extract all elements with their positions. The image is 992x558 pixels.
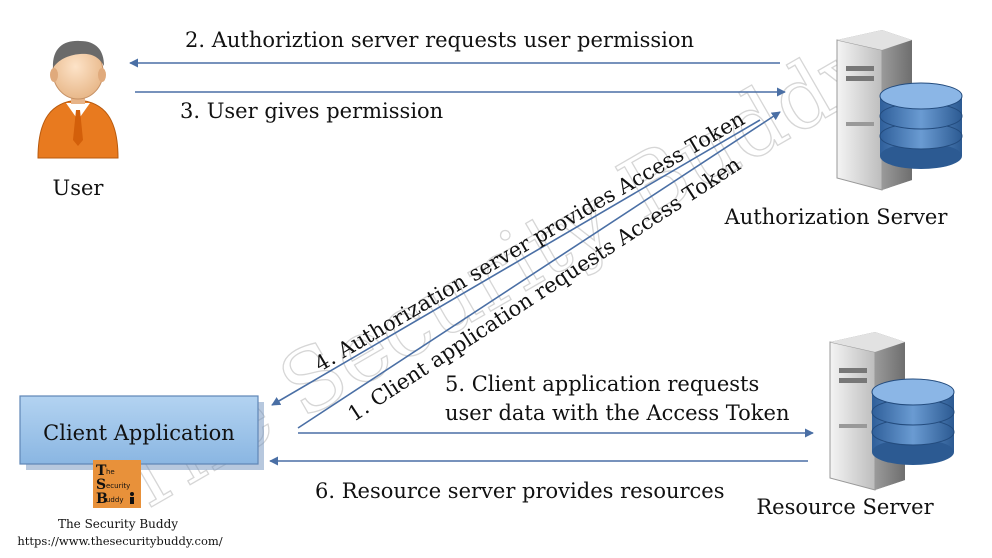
logo-letter-b: B	[96, 491, 108, 507]
client-application-label: Client Application	[43, 421, 235, 445]
resource-server-label: Resource Server	[756, 495, 934, 519]
step-3-label: 3. User gives permission	[180, 99, 443, 123]
user-label: User	[53, 176, 105, 200]
step-5-label-line-2: user data with the Access Token	[445, 401, 789, 425]
authorization-server-label: Authorization Server	[724, 205, 949, 229]
authorization-server-icon	[836, 30, 963, 191]
logo-letter-t: T	[96, 463, 107, 479]
step-4-label: 4. Authorization server provides Access …	[310, 107, 748, 377]
logo-figure-icon	[130, 492, 134, 504]
logo-letter-s: S	[96, 477, 106, 493]
security-buddy-logo: T he S ecurity B uddy	[93, 460, 141, 508]
user-icon	[37, 40, 119, 159]
logo-word-ecurity: ecurity	[106, 482, 130, 490]
client-application-box	[19, 395, 264, 470]
arrow-step-1	[297, 111, 781, 429]
step-6-label: 6. Resource server provides resources	[315, 479, 725, 503]
step-5-label-line-1: 5. Client application requests	[445, 372, 759, 396]
resource-server-icon	[829, 332, 955, 491]
arrow-step-4	[271, 119, 761, 406]
logo-name: The Security Buddy	[58, 517, 178, 531]
step-2-label: 2. Authoriztion server requests user per…	[185, 28, 694, 52]
logo-word-he: he	[106, 468, 115, 476]
logo-word-uddy: uddy	[106, 496, 123, 504]
logo-url: https://www.thesecuritybuddy.com/	[17, 534, 222, 548]
